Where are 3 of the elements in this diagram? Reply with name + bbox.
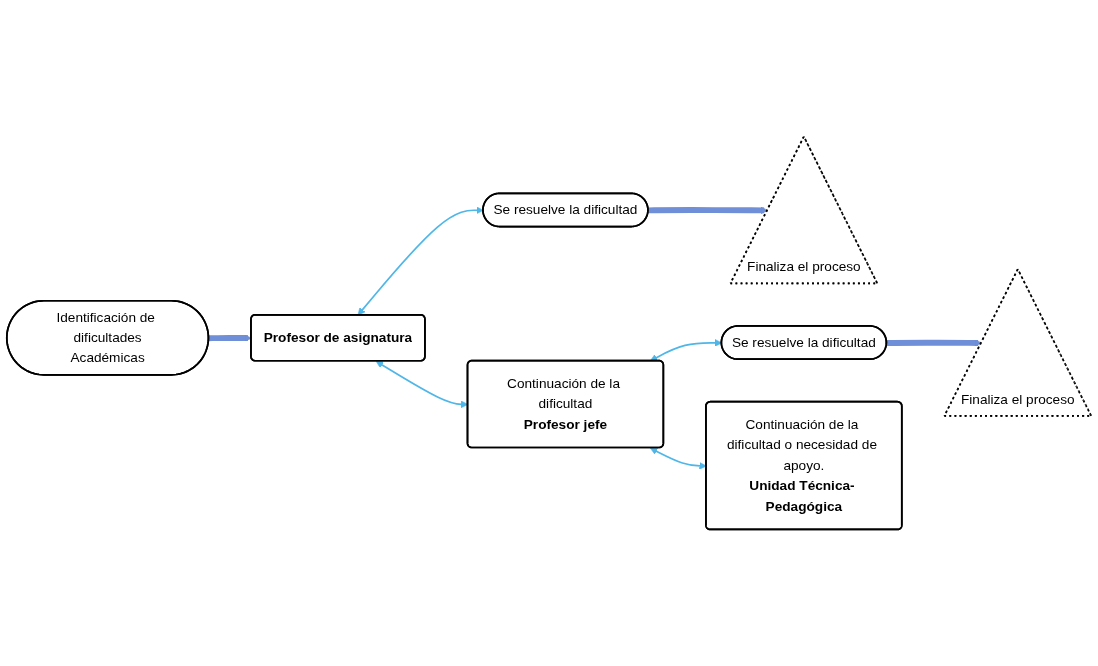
arrow <box>886 339 982 347</box>
arrow <box>357 206 484 316</box>
arrow <box>648 206 768 215</box>
